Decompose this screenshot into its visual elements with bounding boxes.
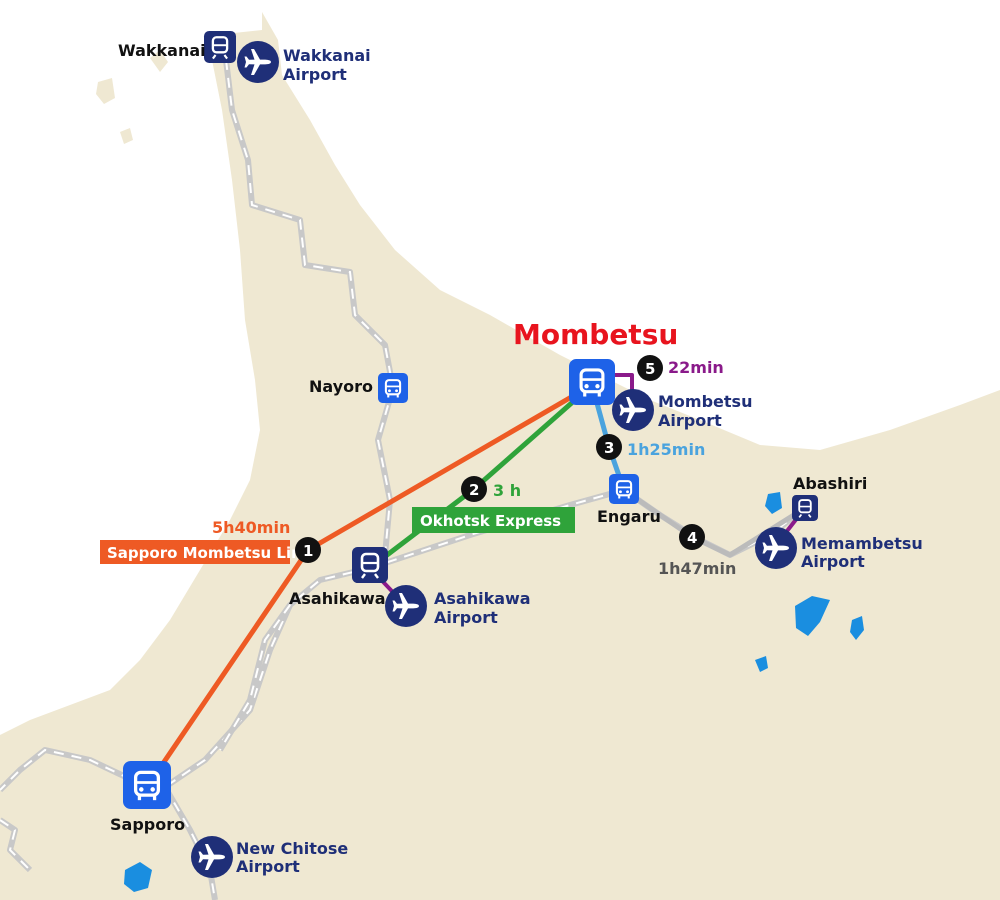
land-main bbox=[0, 12, 1000, 900]
bus-icon-sapporo[interactable] bbox=[123, 761, 171, 809]
lake-sapporo bbox=[124, 862, 152, 892]
route-2-badge bbox=[461, 476, 487, 502]
route-2-number: 2 bbox=[469, 481, 479, 499]
airport-label-memambetsu-2: Airport bbox=[801, 552, 865, 571]
map-labels: Wakkanai Nayoro Asahikawa Sapporo Engaru… bbox=[100, 41, 923, 876]
bus-icon-nayoro[interactable] bbox=[378, 373, 408, 403]
rail-wakkanai-nayoro-dash bbox=[225, 59, 394, 389]
train-icon-abashiri[interactable] bbox=[792, 495, 818, 521]
island-north bbox=[150, 50, 168, 72]
city-label-wakkanai: Wakkanai bbox=[118, 41, 206, 60]
route-2-time: 3 h bbox=[493, 481, 521, 500]
airplane-icon-memambetsu[interactable] bbox=[755, 527, 797, 569]
airport-label-wakkanai-1: Wakkanai bbox=[283, 46, 371, 65]
route-1-name: Sapporo Mombetsu Line bbox=[107, 544, 312, 562]
airplane-icon-wakkanai[interactable] bbox=[237, 41, 279, 83]
route-2-name: Okhotsk Express bbox=[420, 512, 561, 530]
airplane-icon-asahikawa[interactable] bbox=[385, 585, 427, 627]
city-label-engaru: Engaru bbox=[597, 507, 661, 526]
route-5-number: 5 bbox=[645, 360, 655, 378]
route-1-badge bbox=[295, 537, 321, 563]
route-5-badge bbox=[637, 355, 663, 381]
airport-label-asahikawa-2: Airport bbox=[434, 608, 498, 627]
city-label-asahikawa: Asahikawa bbox=[289, 589, 386, 608]
city-label-abashiri: Abashiri bbox=[793, 474, 867, 493]
station-icons bbox=[123, 31, 818, 878]
route-4-badge bbox=[679, 524, 705, 550]
bus-icon-engaru[interactable] bbox=[609, 474, 639, 504]
train-icon-wakkanai[interactable] bbox=[204, 31, 236, 63]
lake-abashiri-1 bbox=[765, 492, 782, 514]
airport-label-new-chitose-1: New Chitose bbox=[236, 839, 348, 858]
city-label-sapporo: Sapporo bbox=[110, 815, 185, 834]
route-5-line bbox=[608, 373, 634, 397]
route-4-time: 1h47min bbox=[658, 559, 736, 578]
route-3-badge bbox=[596, 434, 622, 460]
island-west bbox=[96, 78, 115, 104]
airport-label-memambetsu-1: Memambetsu bbox=[801, 534, 923, 553]
rail-asahikawa-south-dash bbox=[219, 604, 291, 751]
rail-asahikawa-sapporo-dash bbox=[164, 567, 371, 788]
airport-label-asahikawa-1: Asahikawa bbox=[434, 589, 531, 608]
island-west-small bbox=[120, 128, 133, 144]
route-1-name-box bbox=[100, 540, 290, 564]
airport-label-new-chitose-2: Airport bbox=[236, 857, 300, 876]
bus-icon-mombetsu[interactable] bbox=[569, 359, 615, 405]
lake-abashiri-2 bbox=[795, 596, 830, 636]
airplane-icon-new-chitose[interactable] bbox=[191, 836, 233, 878]
airport-label-wakkanai-2: Airport bbox=[283, 65, 347, 84]
city-label-nayoro: Nayoro bbox=[309, 377, 373, 396]
lake-abashiri-4 bbox=[755, 656, 768, 672]
lake-abashiri-3 bbox=[850, 616, 864, 640]
train-icon-asahikawa[interactable] bbox=[352, 547, 388, 583]
route-1-time: 5h40min bbox=[212, 518, 290, 537]
route-3-time: 1h25min bbox=[627, 440, 705, 459]
route-4-number: 4 bbox=[687, 529, 697, 547]
route-3-number: 3 bbox=[604, 439, 614, 457]
route-1-number: 1 bbox=[303, 542, 313, 560]
airport-label-mombetsu-2: Airport bbox=[658, 411, 722, 430]
airport-label-mombetsu-1: Mombetsu bbox=[658, 392, 752, 411]
route-2-name-box bbox=[412, 507, 575, 533]
rail-sapporo-west-dash bbox=[0, 748, 148, 791]
rail-west-branch-dash bbox=[0, 819, 31, 871]
route-5-time: 22min bbox=[668, 358, 724, 377]
airplane-icon-mombetsu[interactable] bbox=[612, 389, 654, 431]
destination-label: Mombetsu bbox=[513, 318, 678, 351]
rail-asahikawa-engaru-dash bbox=[369, 489, 625, 569]
